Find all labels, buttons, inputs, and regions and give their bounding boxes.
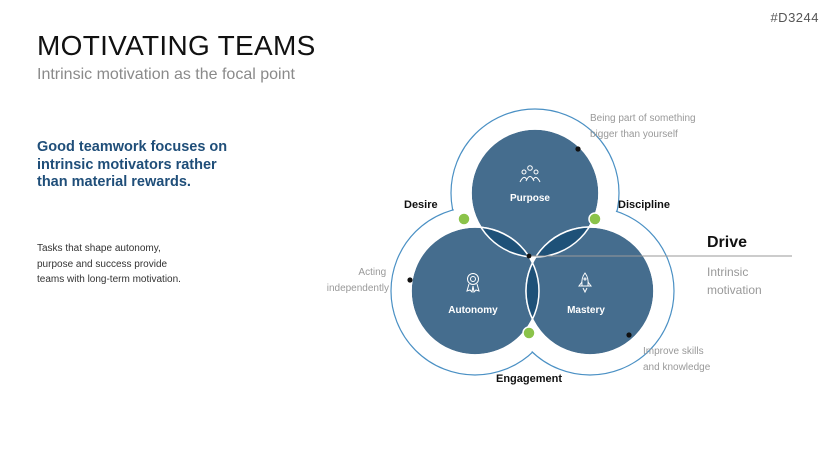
autonomy-label: Autonomy — [448, 305, 498, 316]
award-medal-icon — [466, 273, 480, 294]
purpose-label: Purpose — [510, 193, 550, 204]
page-title: MOTIVATING TEAMS — [37, 30, 316, 61]
mastery-label: Mastery — [567, 305, 605, 316]
body-line: Tasks that shape autonomy, — [37, 243, 161, 254]
people-icon — [519, 165, 541, 183]
desire-label: Desire — [404, 199, 438, 211]
headline: Good teamwork focuses on intrinsic motiv… — [37, 139, 228, 191]
drive-pointer-dot — [526, 253, 532, 259]
drive-subtitle: Intrinsic motivation — [707, 265, 762, 297]
page-subtitle: Intrinsic motivation as the focal point — [37, 66, 295, 83]
discipline-label: Discipline — [618, 199, 670, 211]
mastery-annotation: Improve skills and knowledge — [643, 346, 711, 373]
mastery-annotation-dot — [626, 332, 632, 338]
body-line: purpose and success provide — [37, 258, 168, 270]
engagement-label: Engagement — [496, 373, 562, 385]
engagement-node — [522, 326, 536, 340]
body-line: teams with long-term motivation. — [37, 274, 181, 285]
autonomy-annotation: Acting independently — [327, 267, 389, 294]
discipline-node — [588, 212, 602, 226]
purpose-annotation-dot — [575, 146, 581, 152]
body-text: Tasks that shape autonomy, purpose and s… — [37, 241, 227, 288]
autonomy-annotation-dot — [407, 277, 413, 283]
slide-id: #D3244 — [770, 10, 819, 25]
desire-node — [457, 212, 471, 226]
purpose-annotation: Being part of something bigger than your… — [590, 113, 698, 140]
rocket-icon — [578, 272, 592, 294]
drive-title: Drive — [707, 234, 747, 251]
